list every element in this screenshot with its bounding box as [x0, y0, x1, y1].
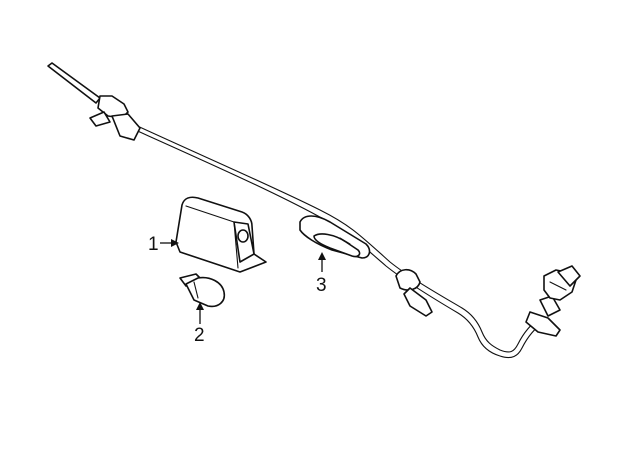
callout-label-3: 3: [316, 275, 327, 296]
callout-label-2: 2: [194, 325, 205, 346]
callout-2: 2: [194, 302, 205, 346]
callout-1: 1: [148, 234, 179, 255]
license-lamp-housing: [175, 196, 267, 273]
callout-label-1: 1: [148, 234, 159, 255]
callout-3: 3: [316, 252, 327, 296]
wiring-harness: [47, 62, 581, 359]
bulb: [179, 273, 226, 308]
